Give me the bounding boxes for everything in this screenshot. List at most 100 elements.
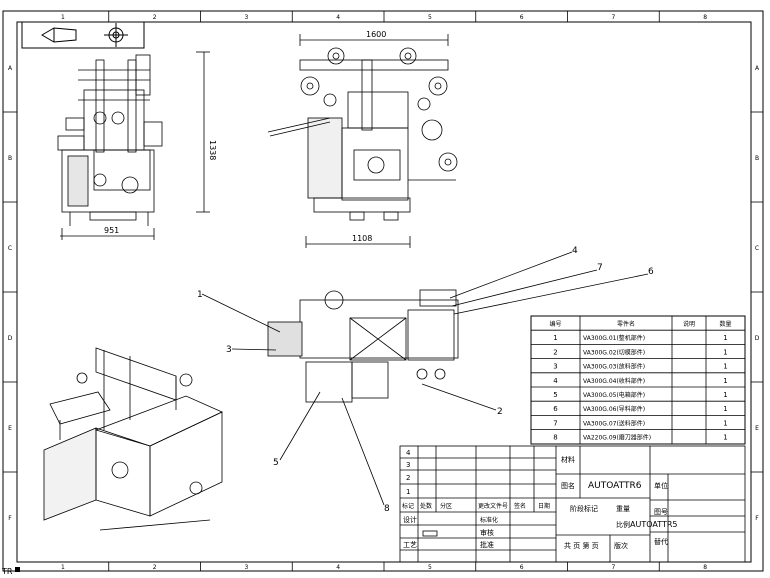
craft-label: 工艺 <box>403 541 417 549</box>
zone-column-bottom: 7 <box>611 564 615 571</box>
version-label: 版次 <box>614 541 628 550</box>
table-header-cell: 数量 <box>719 320 731 328</box>
zone-row-right: F <box>755 515 759 522</box>
balloon-4: 4 <box>572 246 578 256</box>
zone-row-right: D <box>755 335 760 342</box>
table-cell: 8 <box>553 434 557 442</box>
sign-label: 签名 <box>514 502 526 510</box>
scale-label: 比例 <box>616 520 630 529</box>
zone-column-bottom: 3 <box>244 564 248 571</box>
zone-row-right: E <box>755 425 759 432</box>
table-cell: VA300G.01(整机部件) <box>583 334 645 342</box>
table-cell: 1 <box>723 377 727 385</box>
zone-row-right: A <box>755 65 760 72</box>
zone-row-left: C <box>8 245 12 252</box>
weight-label: 重量 <box>616 505 630 513</box>
design-label: 设计 <box>403 515 417 524</box>
table-cell: 3 <box>553 363 557 371</box>
plan-view <box>267 289 459 403</box>
rev-row-2: 2 <box>406 474 410 482</box>
side-width-dimension: 951 <box>104 226 119 235</box>
sheet-count-label: 共 页 第 页 <box>564 541 599 550</box>
unit-label: 单位 <box>654 481 668 490</box>
count-label: 处数 <box>420 502 432 510</box>
approve-label: 批准 <box>480 540 494 549</box>
balloon-3: 3 <box>226 345 232 355</box>
zone-row-right: C <box>755 245 759 252</box>
drawing-name-label: 图名 <box>561 481 575 490</box>
code-label: 图号 <box>654 508 668 516</box>
table-cell: VA300G.06(导料部件) <box>583 405 645 413</box>
change-doc-label: 更改文件号 <box>478 502 508 510</box>
balloon-7: 7 <box>597 263 603 273</box>
outer-frame <box>2 10 764 572</box>
zone-row-left: E <box>8 425 12 432</box>
zone-column-top: 6 <box>520 14 524 21</box>
zone-column-top: 8 <box>703 14 707 21</box>
zone-column-bottom: 2 <box>153 564 157 571</box>
table-cell: VA300G.03(放料部件) <box>583 363 645 371</box>
scale-value: AUTOATTR5 <box>630 520 678 529</box>
balloon-8: 8 <box>384 504 390 514</box>
zone-row-left: B <box>8 155 12 162</box>
zone-row-left: D <box>8 335 13 342</box>
stage-label: 阶段标记 <box>570 504 598 513</box>
zone-row-right: B <box>755 155 759 162</box>
table-cell: 6 <box>553 405 558 413</box>
zone-label: 分区 <box>440 502 452 510</box>
balloon-2: 2 <box>497 407 503 417</box>
zone-column-top: 1 <box>61 14 65 21</box>
zone-column-top: 4 <box>336 14 340 21</box>
front-base-dimension: 1108 <box>352 234 372 243</box>
table-cell: 1 <box>723 434 727 442</box>
table-cell: 5 <box>553 391 557 399</box>
zone-column-top: 2 <box>153 14 157 21</box>
date-label: 日期 <box>538 502 550 510</box>
table-header-cell: 零件名 <box>617 320 635 328</box>
rev-row-1: 1 <box>406 488 410 496</box>
table-cell: VA220G.09(磨刀器部件) <box>583 434 651 442</box>
zone-column-bottom: 4 <box>336 564 340 571</box>
table-cell: VA300G.02(切模部件) <box>583 348 645 356</box>
front-width-dimension: 1600 <box>366 30 386 39</box>
table-cell: VA300G.04(收料部件) <box>583 377 645 385</box>
table-cell: 2 <box>553 348 557 356</box>
table-cell: 1 <box>723 391 727 399</box>
table-cell: VA300G.05(电箱部件) <box>583 391 645 399</box>
table-cell: VA300G.07(送料部件) <box>583 419 645 427</box>
leader-lines <box>201 251 649 506</box>
standard-label: 标准化 <box>480 516 498 524</box>
corner-label: TR <box>1 567 13 576</box>
balloon-5: 5 <box>273 458 279 468</box>
drawing-name: AUTOATTR6 <box>588 481 642 491</box>
table-cell: 1 <box>723 419 727 427</box>
zone-column-bottom: 8 <box>703 564 707 571</box>
table-cell: 7 <box>553 419 557 427</box>
isometric-view <box>43 347 223 531</box>
zone-column-top: 3 <box>244 14 248 21</box>
zone-row-left: A <box>8 65 13 72</box>
table-cell: 1 <box>723 348 727 356</box>
balloon-1: 1 <box>197 290 203 300</box>
rev-row-3: 3 <box>406 461 410 469</box>
zone-column-bottom: 1 <box>61 564 65 571</box>
zone-column-bottom: 5 <box>428 564 432 571</box>
zone-column-top: 5 <box>428 14 432 21</box>
title-block-text: 4 3 2 1 标记 处数 分区 更改文件号 签名 日期 设计 标准化 审核 工… <box>402 449 678 550</box>
table-header-cell: 编号 <box>549 320 561 328</box>
replace-label: 替代 <box>654 537 668 546</box>
table-header-cell: 说明 <box>683 320 695 328</box>
side-view <box>57 51 210 240</box>
side-height-dimension: 1338 <box>208 140 217 160</box>
check-label: 审核 <box>480 528 494 537</box>
table-cell: 1 <box>723 334 727 342</box>
mark-label: 标记 <box>402 502 414 510</box>
corner-marker <box>15 567 20 572</box>
balloon-6: 6 <box>648 267 654 277</box>
table-cell: 1 <box>723 363 727 371</box>
material-label: 材料 <box>561 455 575 464</box>
table-cell: 4 <box>553 377 558 385</box>
zone-column-bottom: 6 <box>520 564 524 571</box>
